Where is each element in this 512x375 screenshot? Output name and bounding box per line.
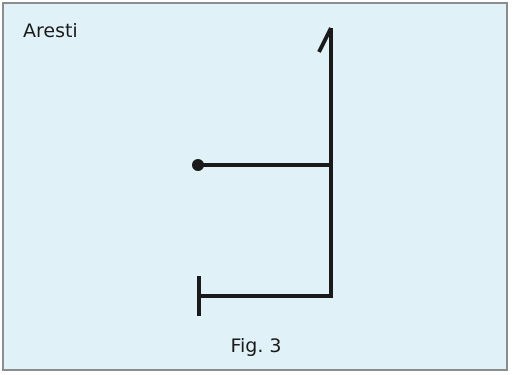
diagram-title: Aresti [23, 20, 78, 42]
figure-caption: Fig. 3 [230, 335, 282, 357]
arrow-hook [317, 27, 333, 53]
diagram-panel [2, 2, 508, 371]
